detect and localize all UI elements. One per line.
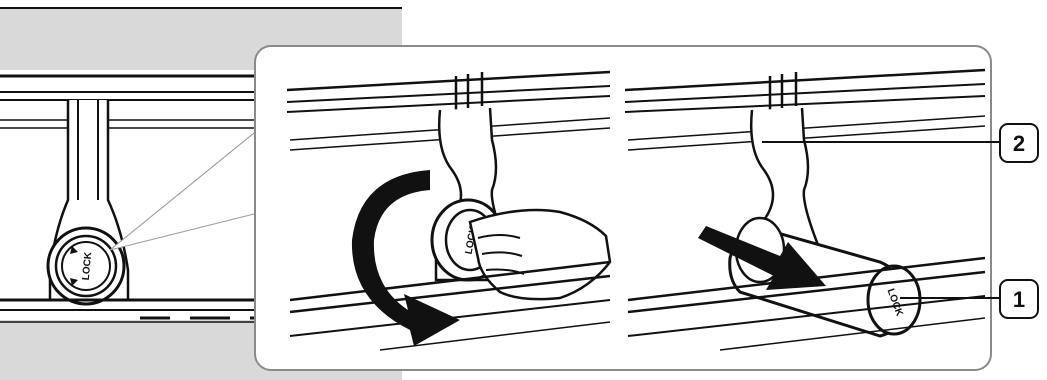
callout-label-2: 2	[1013, 131, 1025, 156]
callout-label-1: 1	[1013, 287, 1025, 312]
